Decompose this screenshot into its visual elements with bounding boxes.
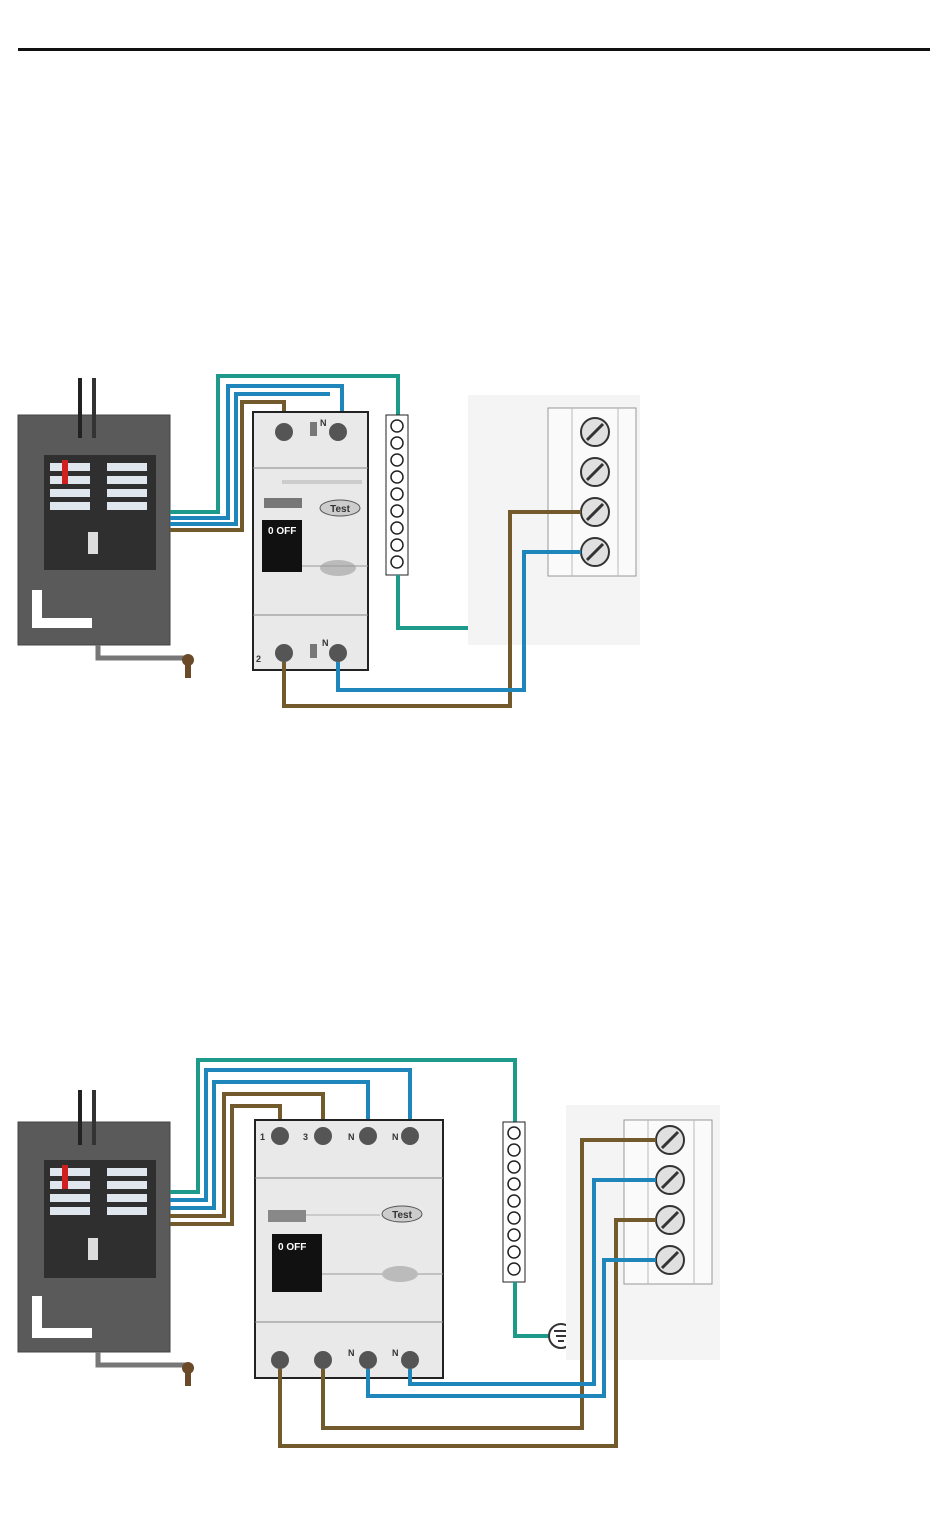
screw-terminal-icon xyxy=(581,418,609,446)
earth-terminal-bar xyxy=(386,415,408,575)
screw-terminal-icon xyxy=(329,423,347,441)
rcd-breaker-4-terminal: 1 3 N N Test 0 OFF N N xyxy=(255,1120,443,1378)
wiring-diagram-two-pole: 1 3 N N Test 0 OFF N N xyxy=(0,1050,950,1460)
screw-terminal-icon xyxy=(401,1351,419,1369)
wiring-diagram-single-phase: Test 0 OFF N 2 N xyxy=(0,360,950,720)
screw-terminal-icon xyxy=(275,644,293,662)
terminal-label-2: 2 xyxy=(256,654,261,664)
screw-terminal-icon xyxy=(271,1127,289,1145)
off-label: 0 OFF xyxy=(278,1242,306,1253)
screw-terminal-icon xyxy=(581,458,609,486)
test-label: Test xyxy=(330,504,350,515)
terminal-label-3: 3 xyxy=(303,1132,308,1142)
screw-terminal-icon xyxy=(656,1206,684,1234)
screw-terminal-icon xyxy=(329,644,347,662)
header-rule xyxy=(18,48,930,51)
terminal-label-n: N xyxy=(320,418,327,428)
screw-terminal-icon xyxy=(656,1166,684,1194)
terminal-label-n: N xyxy=(348,1132,355,1142)
terminal-label-n: N xyxy=(392,1348,399,1358)
screw-terminal-icon xyxy=(581,498,609,526)
rcd-breaker: Test 0 OFF N 2 N xyxy=(253,412,368,670)
earth-wire xyxy=(515,1282,548,1336)
consumer-unit xyxy=(18,1090,194,1386)
test-label: Test xyxy=(392,1210,412,1221)
terminal-label-n: N xyxy=(322,638,329,648)
screw-terminal-icon xyxy=(656,1126,684,1154)
screw-terminal-icon xyxy=(656,1246,684,1274)
screw-terminal-icon xyxy=(271,1351,289,1369)
earth-terminal-bar xyxy=(503,1122,525,1282)
off-label: 0 OFF xyxy=(268,526,296,537)
consumer-unit xyxy=(18,378,194,678)
screw-terminal-icon xyxy=(359,1127,377,1145)
screw-terminal-icon xyxy=(314,1351,332,1369)
terminal-label-1: 1 xyxy=(260,1132,265,1142)
earth-wire xyxy=(398,575,470,628)
terminal-label-n: N xyxy=(348,1348,355,1358)
screw-terminal-icon xyxy=(275,423,293,441)
screw-terminal-icon xyxy=(359,1351,377,1369)
terminal-label-n: N xyxy=(392,1132,399,1142)
screw-terminal-icon xyxy=(401,1127,419,1145)
screw-terminal-icon xyxy=(314,1127,332,1145)
screw-terminal-icon xyxy=(581,538,609,566)
